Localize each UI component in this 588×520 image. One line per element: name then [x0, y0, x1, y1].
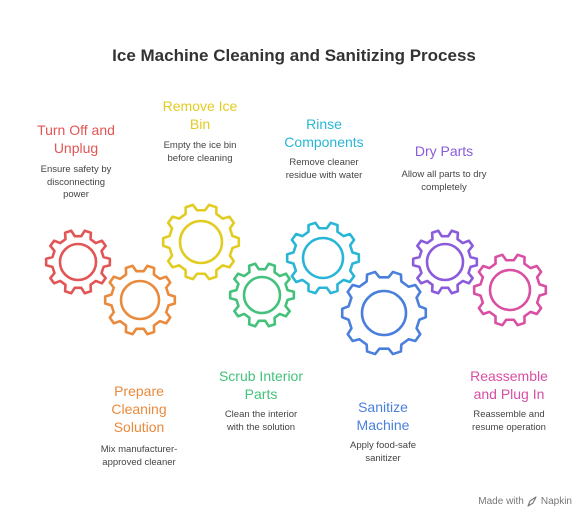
gear-icon — [228, 262, 296, 328]
diagram-title: Ice Machine Cleaning and Sanitizing Proc… — [112, 46, 476, 65]
step-4-description: Clean the interior with the solution — [224, 409, 298, 433]
credit-brand: Napkin — [540, 496, 572, 507]
step-6-description: Apply food-safe sanitizer — [349, 440, 416, 464]
step-6-title: Sanitize Machine — [356, 399, 410, 433]
credit-prefix: Made with — [478, 496, 524, 507]
napkin-logo-icon — [527, 496, 538, 507]
step-8-description: Reassemble and resume operation — [472, 409, 546, 433]
step-2-title: Prepare Cleaning Solution — [111, 383, 167, 435]
step-7-description: Allow all parts to dry completely — [401, 169, 487, 193]
step-8-title: Reassemble and Plug In — [470, 368, 548, 402]
step-5-title: Rinse Components — [284, 116, 364, 150]
step-7-title: Dry Parts — [414, 143, 474, 159]
step-1-description: Ensure safety by disconnecting power — [40, 164, 112, 200]
gear-icon — [340, 270, 428, 356]
gear-icon — [472, 253, 548, 327]
step-1-title: Turn Off and Unplug — [37, 122, 115, 156]
napkin-credit: Made with Napkin — [478, 496, 572, 507]
step-3-title: Remove Ice Bin — [162, 98, 238, 132]
gear-icon — [285, 221, 361, 295]
step-3-description: Empty the ice bin before cleaning — [163, 140, 237, 164]
gear-icon — [103, 264, 177, 336]
gear-icon — [44, 229, 112, 295]
step-5-description: Remove cleaner residue with water — [285, 157, 363, 181]
step-2-description: Mix manufacturer- approved cleaner — [100, 444, 178, 468]
step-4-title: Scrub Interior Parts — [218, 368, 304, 402]
gear-icon — [411, 229, 479, 295]
gear-icon — [161, 203, 241, 281]
